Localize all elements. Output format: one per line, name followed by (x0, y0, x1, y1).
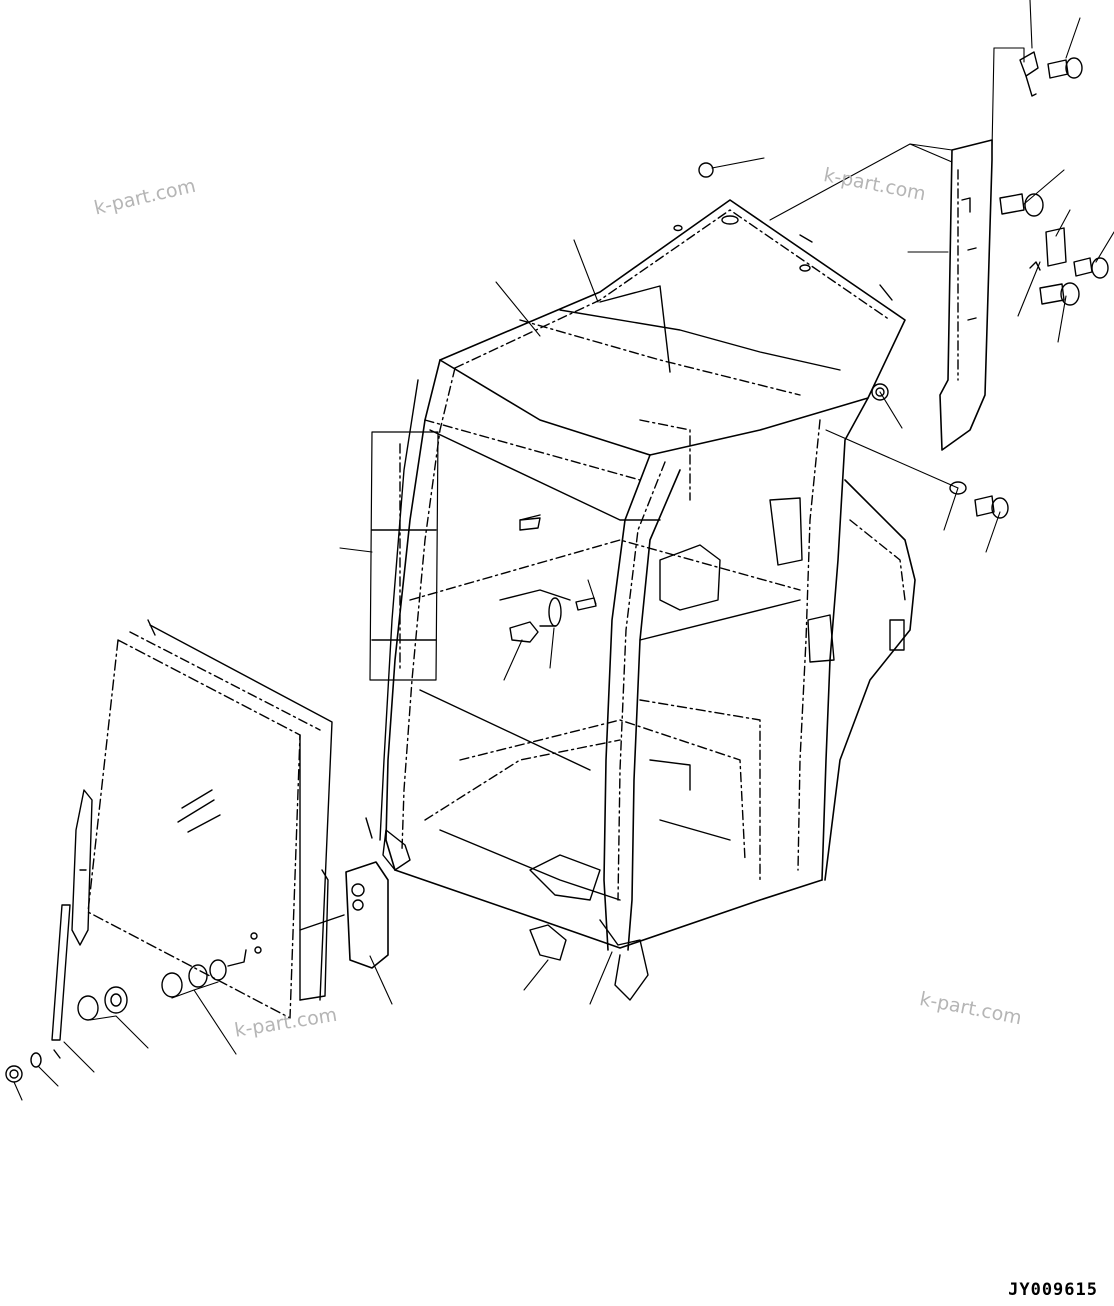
rear-cover-panel (939, 139, 993, 451)
cab-floor (394, 699, 823, 949)
cab-roof (439, 162, 906, 456)
cab-rear-pillar (769, 397, 869, 881)
leader-lines (13, 0, 1114, 1101)
latch-bracket (1019, 51, 1067, 271)
cab-right-housing (659, 479, 916, 881)
wiper-motor (299, 817, 389, 969)
washers-and-nuts (5, 932, 262, 1083)
window-frame-strip (369, 431, 439, 681)
drawing-id: JY009615 (1008, 1280, 1098, 1300)
bolts-right (871, 57, 1109, 519)
cab-crossbars (409, 419, 801, 771)
cab-fittings (509, 517, 597, 643)
side-glass (87, 619, 333, 1019)
cab-front-pillar (529, 454, 681, 1001)
wiper-assembly (51, 789, 93, 1059)
